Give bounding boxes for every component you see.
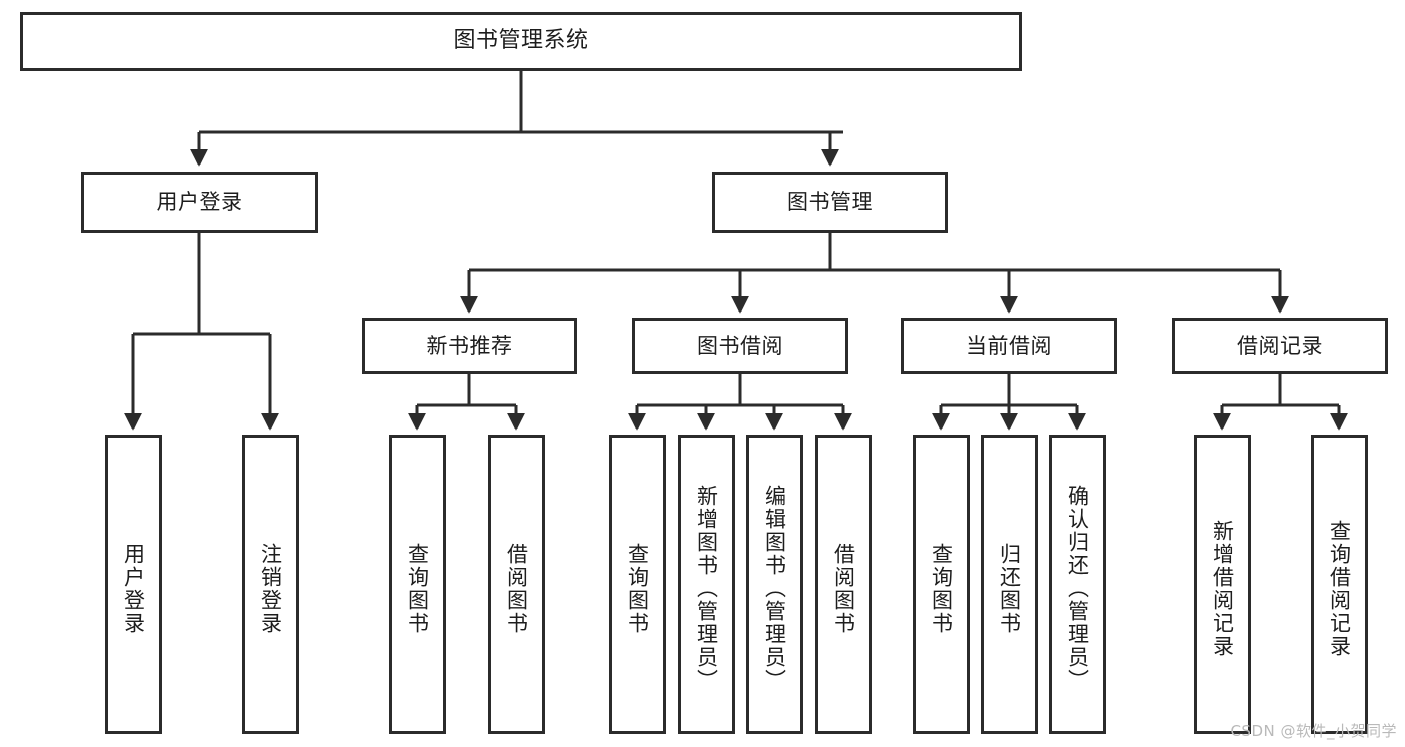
node-label: 借阅记录 (1237, 333, 1323, 358)
leaf-user-login[interactable]: 用户登录 (105, 435, 162, 734)
node-label: 确认归还（管理员） (1065, 485, 1090, 692)
node-label: 查询图书 (405, 542, 430, 635)
node-current-borrow[interactable]: 当前借阅 (901, 318, 1117, 374)
node-label: 当前借阅 (966, 333, 1052, 358)
leaf-user-logout[interactable]: 注销登录 (242, 435, 299, 734)
node-label: 新书推荐 (426, 333, 513, 358)
leaf-borrow-borrow-book[interactable]: 借阅图书 (815, 435, 872, 734)
node-label: 借阅图书 (504, 542, 529, 635)
node-label: 用户登录 (121, 542, 146, 635)
node-root-system[interactable]: 图书管理系统 (20, 12, 1022, 71)
leaf-current-confirm-return[interactable]: 确认归还（管理员） (1049, 435, 1106, 734)
node-label: 新增借阅记录 (1210, 519, 1235, 658)
leaf-borrow-edit-book[interactable]: 编辑图书（管理员） (746, 435, 803, 734)
leaf-record-query[interactable]: 查询借阅记录 (1311, 435, 1368, 734)
node-label: 图书管理系统 (453, 28, 589, 54)
node-user-login[interactable]: 用户登录 (81, 172, 318, 233)
csdn-watermark: CSDN @软件_小贺同学 (1230, 722, 1397, 740)
node-label: 用户登录 (156, 190, 243, 215)
leaf-current-query-book[interactable]: 查询图书 (913, 435, 970, 734)
node-label: 查询图书 (625, 542, 650, 635)
node-book-management[interactable]: 图书管理 (712, 172, 948, 233)
node-label: 查询图书 (929, 542, 954, 635)
node-borrow-record[interactable]: 借阅记录 (1172, 318, 1388, 374)
node-label: 借阅图书 (831, 542, 856, 635)
node-label: 查询借阅记录 (1327, 519, 1352, 658)
leaf-record-add[interactable]: 新增借阅记录 (1194, 435, 1251, 734)
node-label: 注销登录 (258, 542, 283, 635)
leaf-current-return-book[interactable]: 归还图书 (981, 435, 1038, 734)
leaf-borrow-add-book[interactable]: 新增图书（管理员） (678, 435, 735, 734)
node-label: 图书管理 (787, 190, 873, 215)
node-book-borrow[interactable]: 图书借阅 (632, 318, 848, 374)
node-label: 新增图书（管理员） (694, 485, 719, 692)
node-label: 图书借阅 (697, 333, 783, 358)
leaf-recommend-borrow-book[interactable]: 借阅图书 (488, 435, 545, 734)
node-label: 归还图书 (997, 542, 1022, 635)
node-new-book-recommend[interactable]: 新书推荐 (362, 318, 577, 374)
leaf-borrow-query-book[interactable]: 查询图书 (609, 435, 666, 734)
leaf-recommend-query-book[interactable]: 查询图书 (389, 435, 446, 734)
node-label: 编辑图书（管理员） (762, 485, 787, 692)
